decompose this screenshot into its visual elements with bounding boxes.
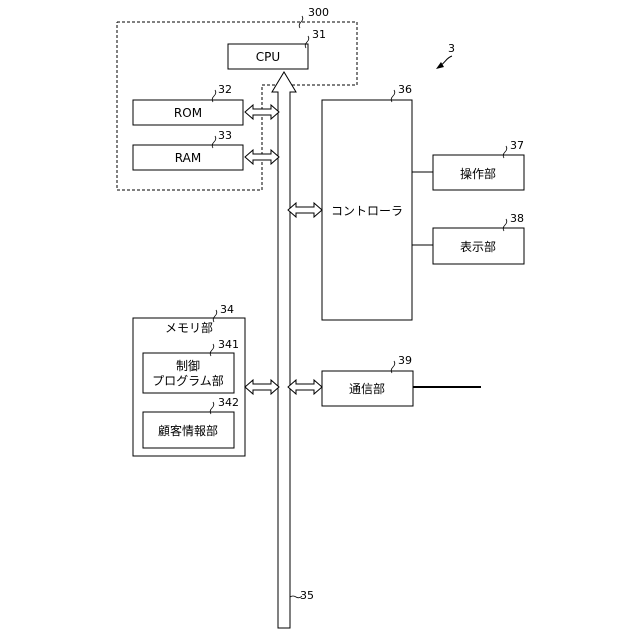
memory-bus-arrow: [245, 380, 279, 394]
memory-ref: 34: [220, 303, 234, 316]
ram-label: RAM: [175, 151, 201, 165]
display-ref: 38: [510, 212, 524, 225]
comm-bus-arrow: [288, 380, 322, 394]
ref-main: 3: [448, 42, 455, 55]
cpu-label: CPU: [256, 50, 280, 64]
control-program-ref: 341: [218, 338, 239, 351]
operation-ref: 37: [510, 139, 524, 152]
group-300-ref: 300: [308, 6, 329, 19]
rom-ref: 32: [218, 83, 232, 96]
comm-label: 通信部: [349, 381, 385, 396]
controller-label: コントローラ: [331, 204, 403, 218]
cpu-ref: 31: [312, 28, 326, 41]
comm-ref: 39: [398, 354, 412, 367]
operation-label: 操作部: [460, 166, 496, 181]
controller-ref: 36: [398, 83, 412, 96]
control-program-label-line1: 制御: [176, 358, 200, 373]
bus-ref: 35: [300, 589, 314, 602]
memory-label: メモリ部: [165, 320, 213, 335]
rom-label: ROM: [174, 106, 202, 120]
ram-ref: 33: [218, 129, 232, 142]
control-program-label-line2: プログラム部: [152, 373, 224, 388]
display-label: 表示部: [460, 239, 496, 254]
customer-info-ref: 342: [218, 396, 239, 409]
controller-bus-arrow: [288, 203, 322, 217]
customer-info-label: 顧客情報部: [158, 423, 218, 438]
